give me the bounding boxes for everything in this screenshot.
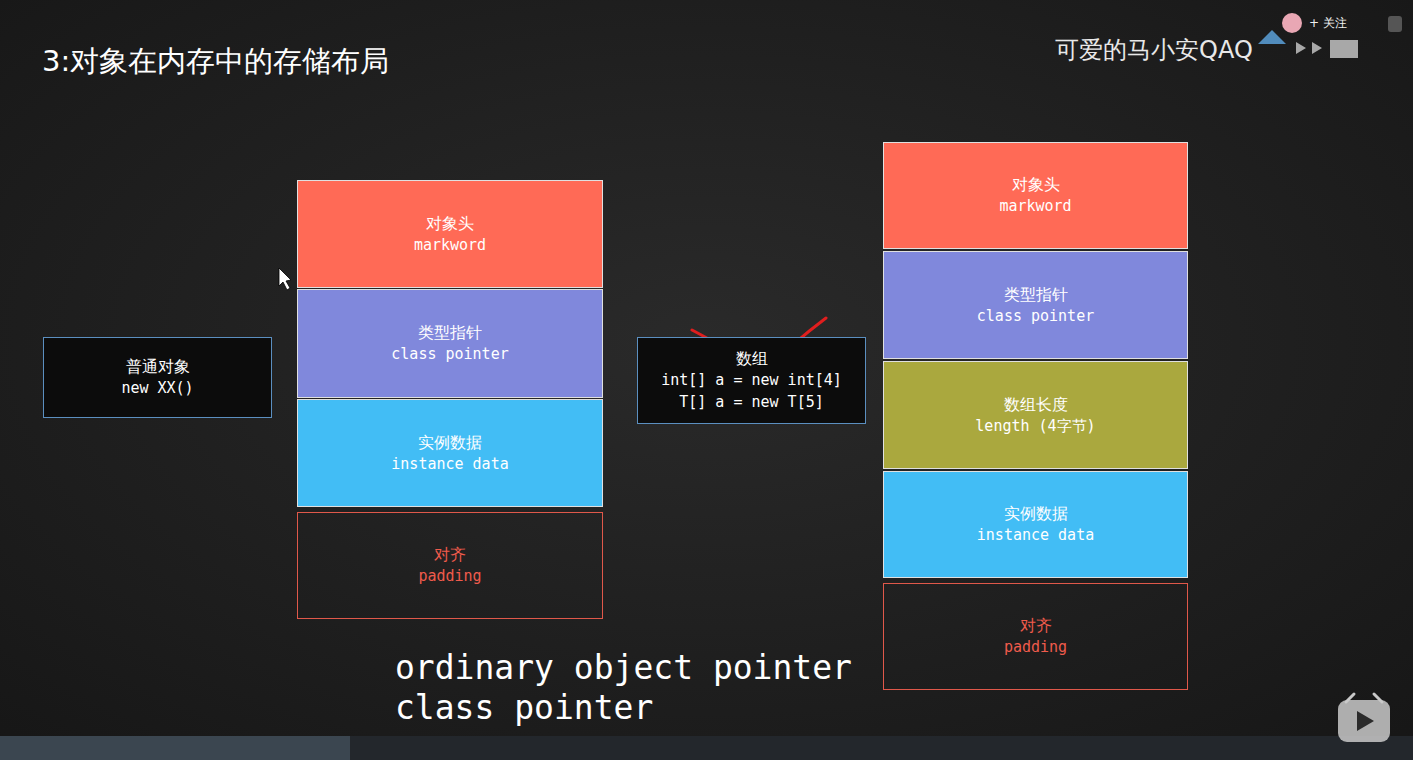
- class-pointer-block: 类型指针class pointer: [883, 251, 1188, 359]
- box-heading: 对齐: [434, 543, 466, 566]
- site-logo: [1296, 40, 1358, 58]
- box-heading: 实例数据: [418, 431, 482, 454]
- box-detail: new XX(): [121, 378, 193, 400]
- play-antenna: [1346, 694, 1382, 702]
- box-detail: class pointer: [391, 344, 508, 366]
- markword-block: 对象头markword: [297, 180, 603, 288]
- help-icon: [1388, 16, 1402, 32]
- box-heading: 类型指针: [418, 321, 482, 344]
- box-detail: class pointer: [977, 306, 1094, 328]
- box-detail: padding: [1004, 637, 1067, 659]
- array-length-block: 数组长度length (4字节): [883, 361, 1188, 469]
- box-heading: 普通对象: [126, 355, 190, 378]
- progress-bar: [0, 736, 350, 760]
- box-detail: markword: [414, 235, 486, 257]
- term-label: ordinary object pointer: [395, 648, 852, 687]
- box-detail: instance data: [391, 454, 508, 476]
- box-detail: padding: [418, 566, 481, 588]
- box-heading: 数组长度: [1004, 393, 1068, 416]
- box-detail: markword: [999, 196, 1071, 218]
- box-detail: int[] a = new int[4]: [661, 370, 842, 392]
- box-detail: instance data: [977, 525, 1094, 547]
- logo-mark: [1258, 30, 1286, 44]
- watermark: 可爱的马小安QAQ: [1055, 34, 1253, 66]
- play-button: [1338, 700, 1390, 742]
- object-kind-box: 数组int[] a = new int[4]T[] a = new T[5]: [637, 337, 866, 424]
- box-detail: T[] a = new T[5]: [679, 392, 824, 414]
- object-kind-box: 普通对象new XX(): [43, 337, 272, 418]
- padding-block: 对齐padding: [297, 512, 603, 619]
- box-heading: 对象头: [426, 212, 474, 235]
- box-heading: 类型指针: [1004, 283, 1068, 306]
- player-bar: [0, 736, 1413, 760]
- play-triangle: [1357, 711, 1374, 731]
- markword-block: 对象头markword: [883, 142, 1188, 249]
- box-heading: 实例数据: [1004, 502, 1068, 525]
- mouse-cursor: [279, 268, 291, 290]
- box-heading: 对齐: [1020, 614, 1052, 637]
- instance-data-block: 实例数据instance data: [297, 399, 603, 507]
- box-heading: 对象头: [1012, 173, 1060, 196]
- box-heading: 数组: [736, 347, 768, 370]
- class-pointer-block: 类型指针class pointer: [297, 289, 603, 398]
- instance-data-block: 实例数据instance data: [883, 471, 1188, 578]
- term-label: class pointer: [395, 688, 653, 727]
- avatar: [1282, 13, 1302, 33]
- box-detail: length (4字节): [975, 416, 1095, 438]
- follow-button: + 关注: [1309, 15, 1347, 32]
- padding-block: 对齐padding: [883, 583, 1188, 690]
- slide-title: 3:对象在内存中的存储布局: [42, 42, 389, 82]
